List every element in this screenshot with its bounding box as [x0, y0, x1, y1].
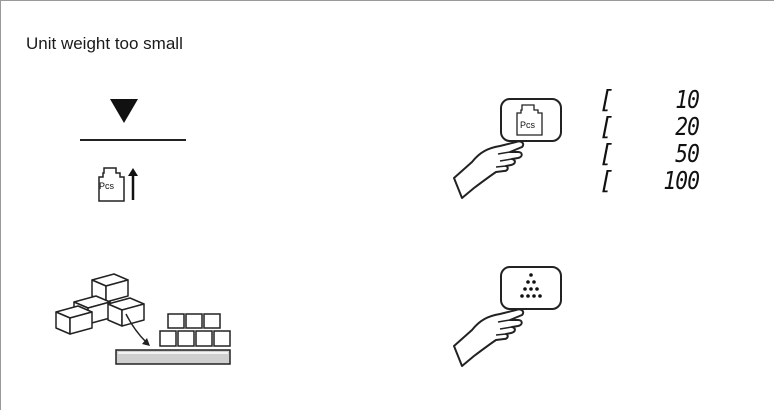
pointing-hand-icon [450, 286, 540, 368]
display-row: [ 100 [595, 167, 705, 194]
display-bracket: [ [599, 86, 614, 113]
display-bracket: [ [599, 113, 614, 140]
display-bracket: [ [599, 167, 614, 194]
down-triangle-icon [108, 96, 140, 126]
pcs-weight-indicator: Pcs [96, 164, 146, 206]
display-readout: [ 10 [ 20 [ 50 [ 100 [595, 86, 705, 194]
display-row: [ 10 [595, 86, 705, 113]
up-arrow-icon [126, 166, 140, 202]
display-value: 50 [675, 140, 699, 167]
display-row: [ 20 [595, 113, 705, 140]
display-value: 100 [663, 167, 699, 194]
display-bracket: [ [599, 140, 614, 167]
pcs-weight-label: Pcs [99, 181, 114, 191]
dots-key-press [450, 264, 570, 370]
pointing-hand-icon [450, 118, 540, 200]
display-row: [ 50 [595, 140, 705, 167]
page-title: Unit weight too small [26, 34, 183, 54]
display-value: 10 [675, 86, 699, 113]
display-value: 20 [675, 113, 699, 140]
boxes-on-scale-icon [54, 270, 250, 370]
divider-line [78, 138, 188, 142]
pcs-key-press: Pcs [450, 96, 570, 200]
